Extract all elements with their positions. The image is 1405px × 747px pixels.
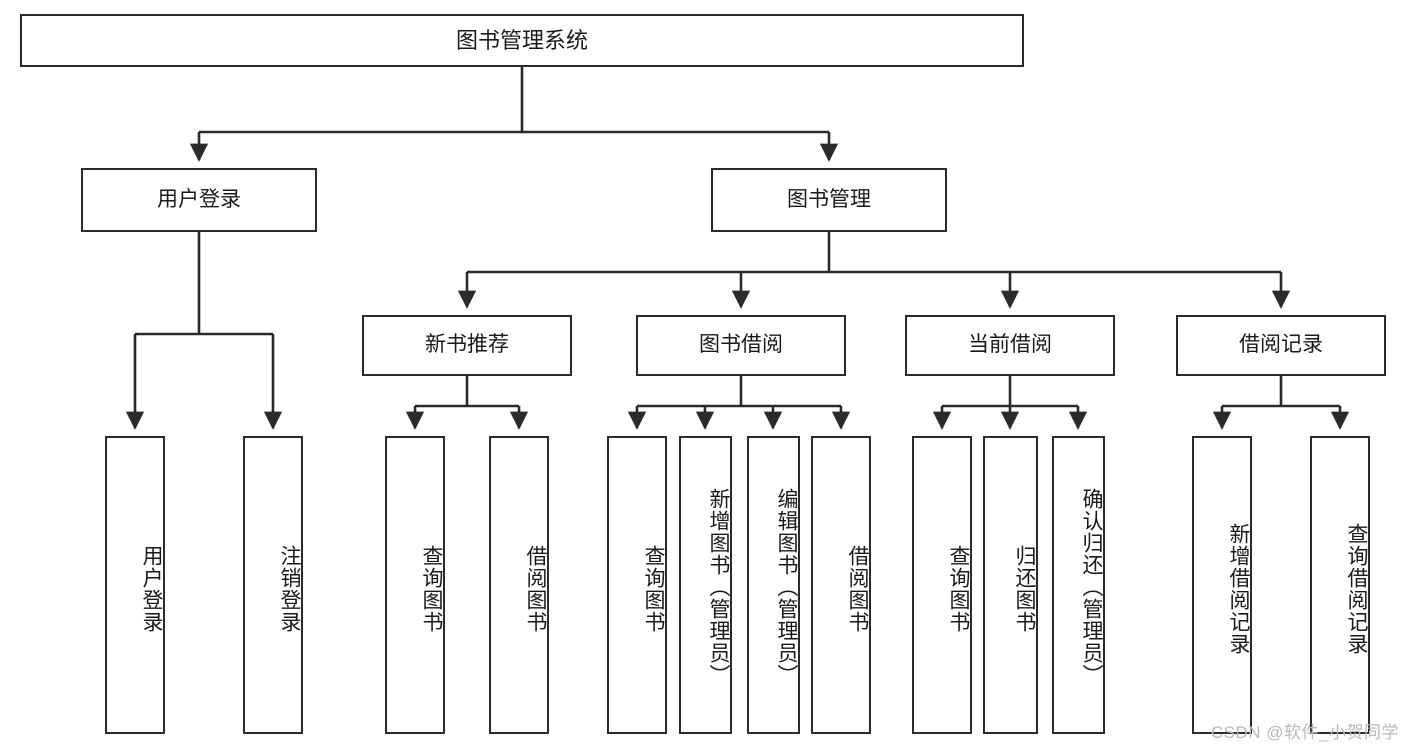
leaf-query-book-recommend[interactable]: 查询图书 [385,436,445,734]
leaf-confirm-return-admin[interactable]: 确认归还（管理员） [1052,436,1105,734]
leaf-borrow-book-recommend[interactable]: 借阅图书 [489,436,549,734]
node-new-book-recommend[interactable]: 新书推荐 [362,315,572,376]
node-root[interactable]: 图书管理系统 [20,14,1024,67]
leaf-return-book[interactable]: 归还图书 [983,436,1038,734]
leaf-query-book-current[interactable]: 查询图书 [912,436,972,734]
node-current-borrow[interactable]: 当前借阅 [905,315,1115,376]
leaf-edit-book-admin[interactable]: 编辑图书（管理员） [747,436,800,734]
node-user-login[interactable]: 用户登录 [81,168,317,232]
leaf-borrow-book-borrow[interactable]: 借阅图书 [811,436,871,734]
node-borrow-record[interactable]: 借阅记录 [1176,315,1386,376]
leaf-query-borrow-record[interactable]: 查询借阅记录 [1310,436,1370,734]
leaf-add-borrow-record[interactable]: 新增借阅记录 [1192,436,1252,734]
node-book-borrow[interactable]: 图书借阅 [636,315,846,376]
leaf-logout-login[interactable]: 注销登录 [243,436,303,734]
watermark-text: CSDN @软件_小贺同学 [1210,723,1399,742]
node-book-manage[interactable]: 图书管理 [711,168,947,232]
leaf-add-book-admin[interactable]: 新增图书（管理员） [679,436,732,734]
leaf-query-book-borrow[interactable]: 查询图书 [607,436,667,734]
leaf-user-login[interactable]: 用户登录 [105,436,165,734]
